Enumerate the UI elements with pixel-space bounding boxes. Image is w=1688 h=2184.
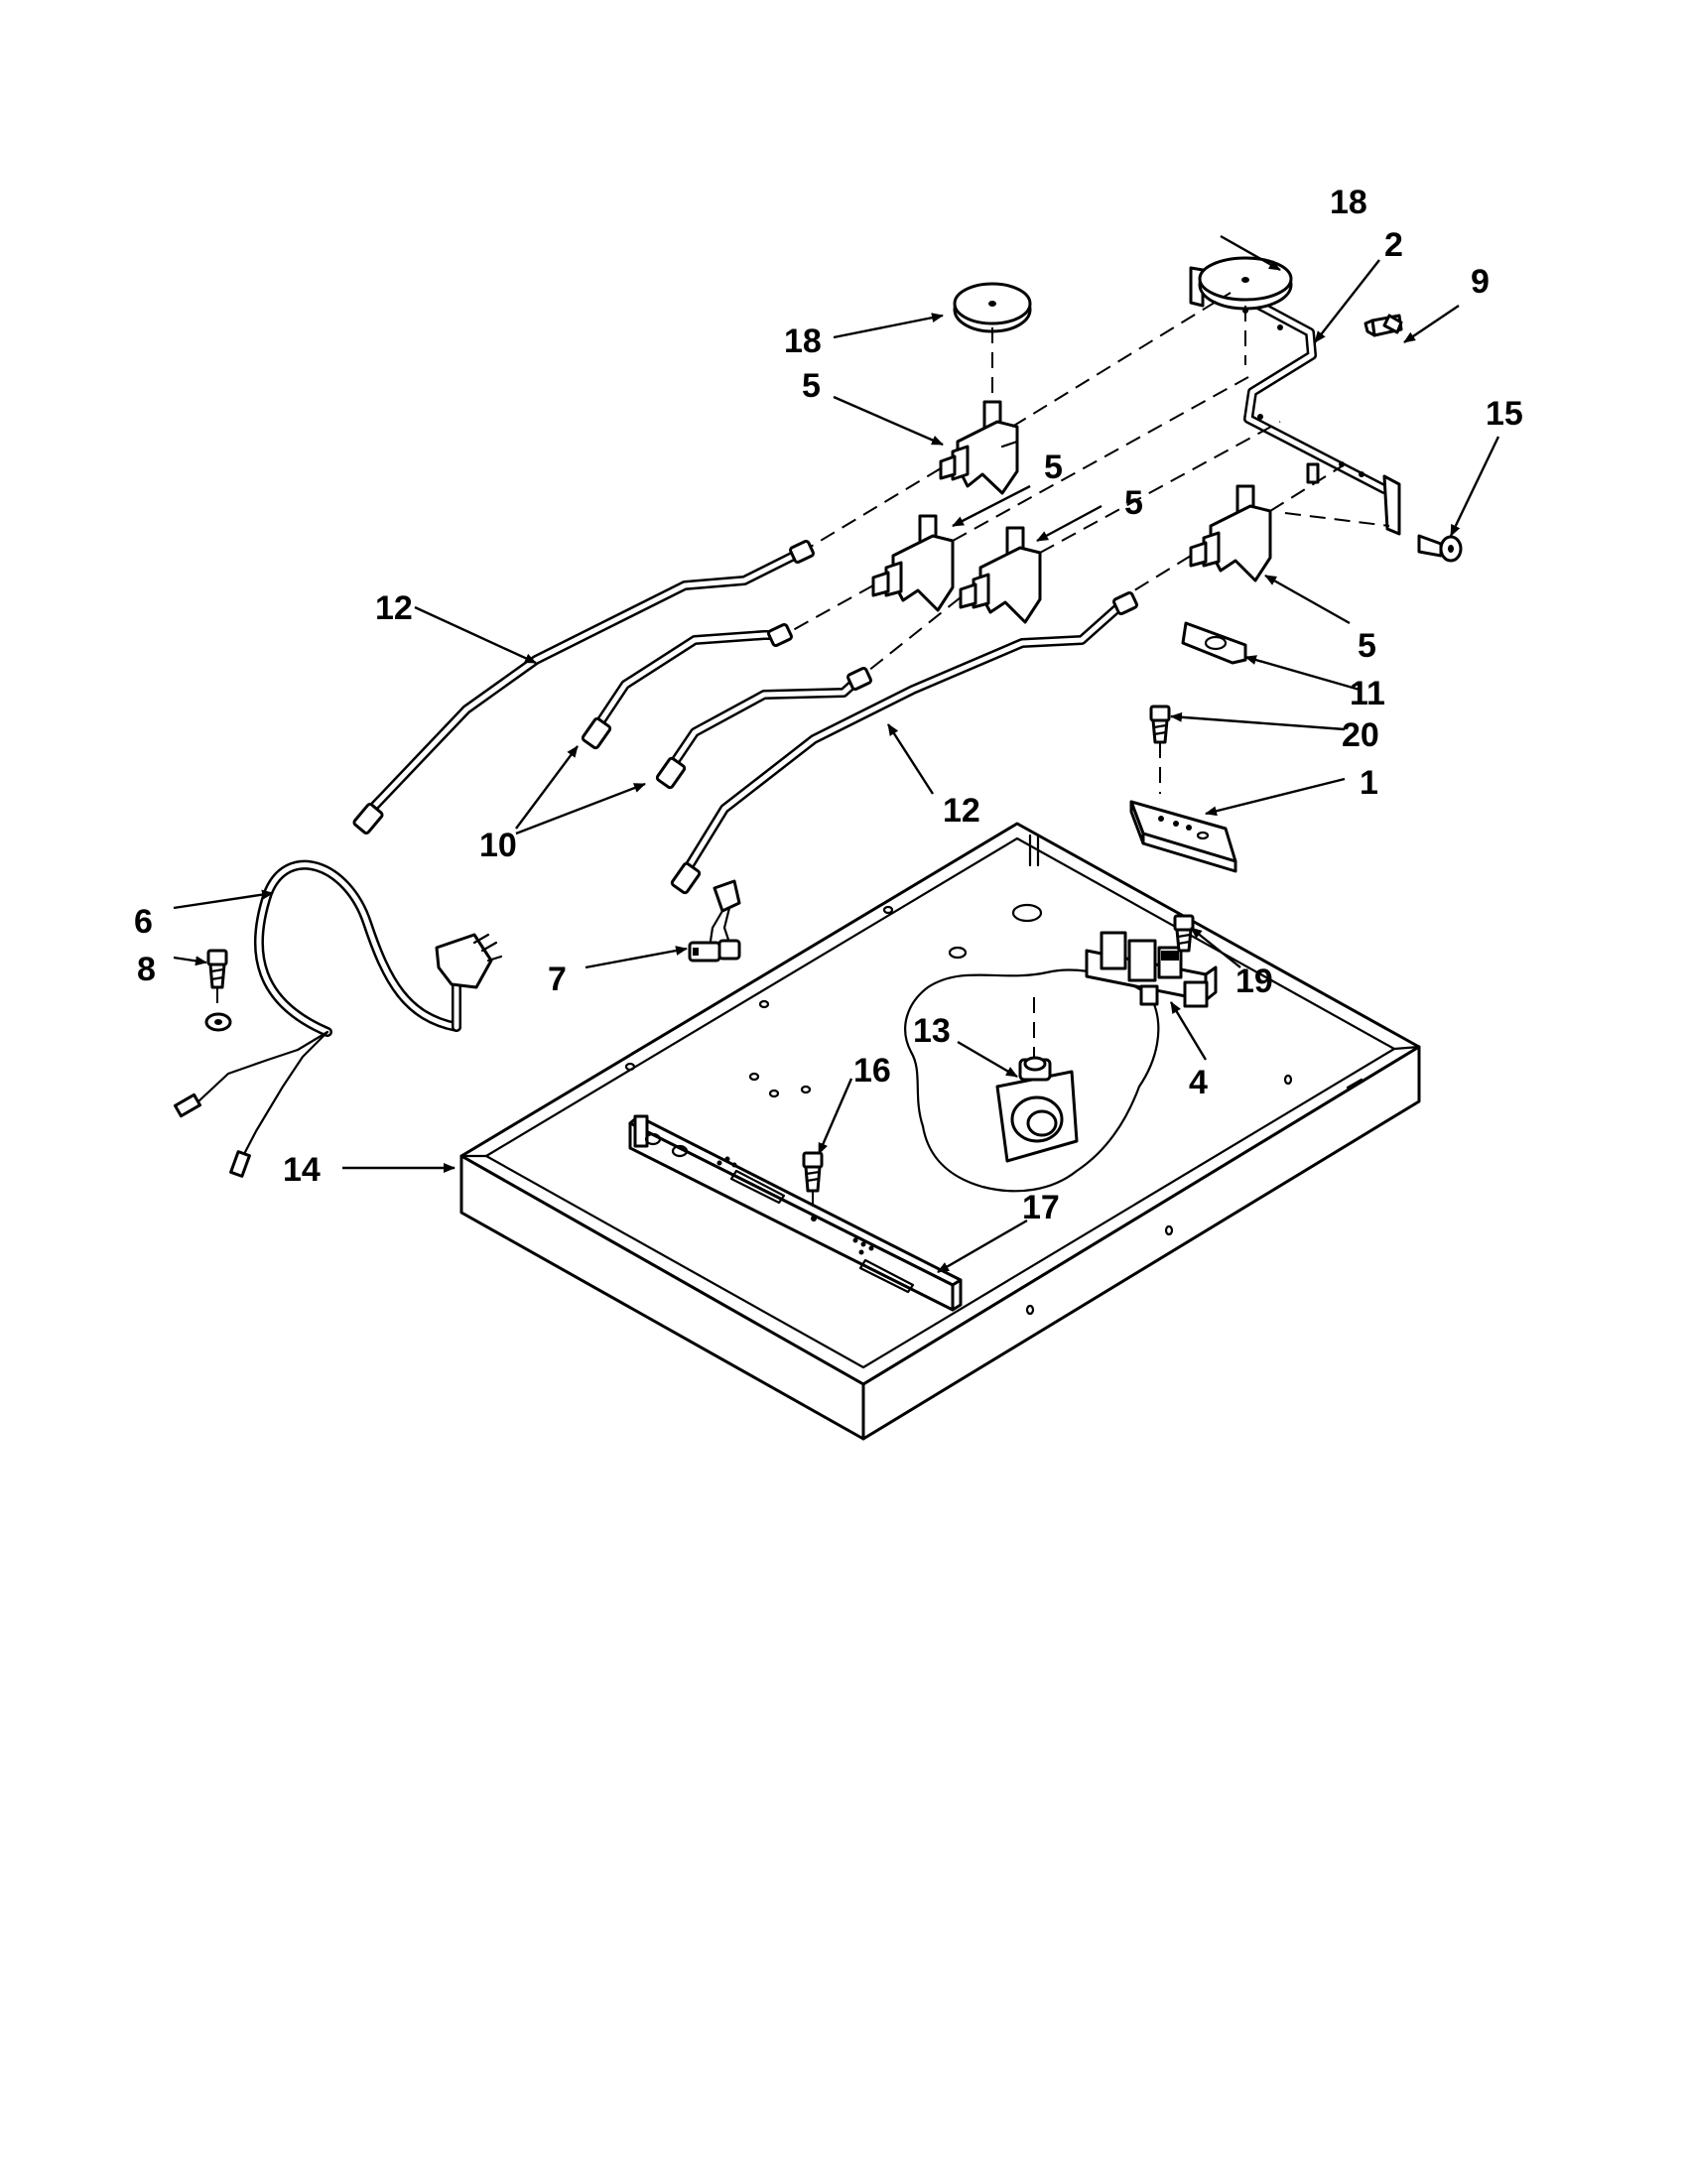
screw-9 xyxy=(1363,314,1403,337)
screw-20 xyxy=(1149,705,1171,794)
callout-9: 9 xyxy=(1471,263,1490,301)
callout-13: 13 xyxy=(913,1012,951,1050)
callout-5-top: 5 xyxy=(802,367,821,405)
callout-5-right: 5 xyxy=(1358,627,1376,665)
front-bracket xyxy=(628,1114,963,1312)
callout-1: 1 xyxy=(1360,764,1378,802)
valve-2 xyxy=(871,514,955,612)
valve-3 xyxy=(959,526,1042,624)
callout-20: 20 xyxy=(1342,716,1379,754)
base-pan xyxy=(459,822,1421,1441)
callout-11: 11 xyxy=(1350,675,1385,712)
callout-7: 7 xyxy=(548,961,567,998)
screw-8 xyxy=(206,949,228,1012)
callout-6: 6 xyxy=(134,903,153,941)
assembly-lines xyxy=(783,292,1390,676)
manifold xyxy=(1189,266,1401,536)
callout-12-right: 12 xyxy=(943,792,980,830)
callout-2: 2 xyxy=(1384,226,1403,264)
callout-10: 10 xyxy=(479,827,517,864)
valve-1 xyxy=(939,400,1019,495)
callout-17: 17 xyxy=(1022,1189,1060,1226)
regulator xyxy=(995,997,1079,1163)
tubes xyxy=(352,540,1138,895)
screw-16 xyxy=(802,1151,824,1216)
screw-19 xyxy=(1173,914,1195,953)
callout-15: 15 xyxy=(1486,395,1523,433)
callout-12-left: 12 xyxy=(375,589,413,627)
cutaway-outline xyxy=(904,968,1160,1193)
wire-harness-7 xyxy=(688,879,741,963)
callout-5-mid-left: 5 xyxy=(1044,449,1063,486)
callout-5-mid-right: 5 xyxy=(1124,484,1143,522)
valve-4 xyxy=(1189,484,1272,582)
callout-14: 14 xyxy=(283,1151,321,1189)
callout-19: 19 xyxy=(1235,963,1273,1000)
leader-lines xyxy=(173,234,1500,1274)
spark-module xyxy=(1085,931,1218,1008)
callout-8: 8 xyxy=(137,951,156,988)
callout-labels: 18 18 2 9 15 5 5 5 5 11 20 1 12 12 10 6 … xyxy=(134,184,1523,1226)
mount-bracket xyxy=(1129,800,1237,873)
gasket-11 xyxy=(1181,621,1247,665)
callout-4: 4 xyxy=(1189,1064,1208,1101)
callout-16: 16 xyxy=(853,1052,891,1090)
callout-18-left: 18 xyxy=(784,322,822,360)
screw-15 xyxy=(1417,534,1463,563)
callout-18-right: 18 xyxy=(1330,184,1367,221)
disk-cap-left xyxy=(953,282,1032,402)
power-cord xyxy=(173,859,503,1178)
